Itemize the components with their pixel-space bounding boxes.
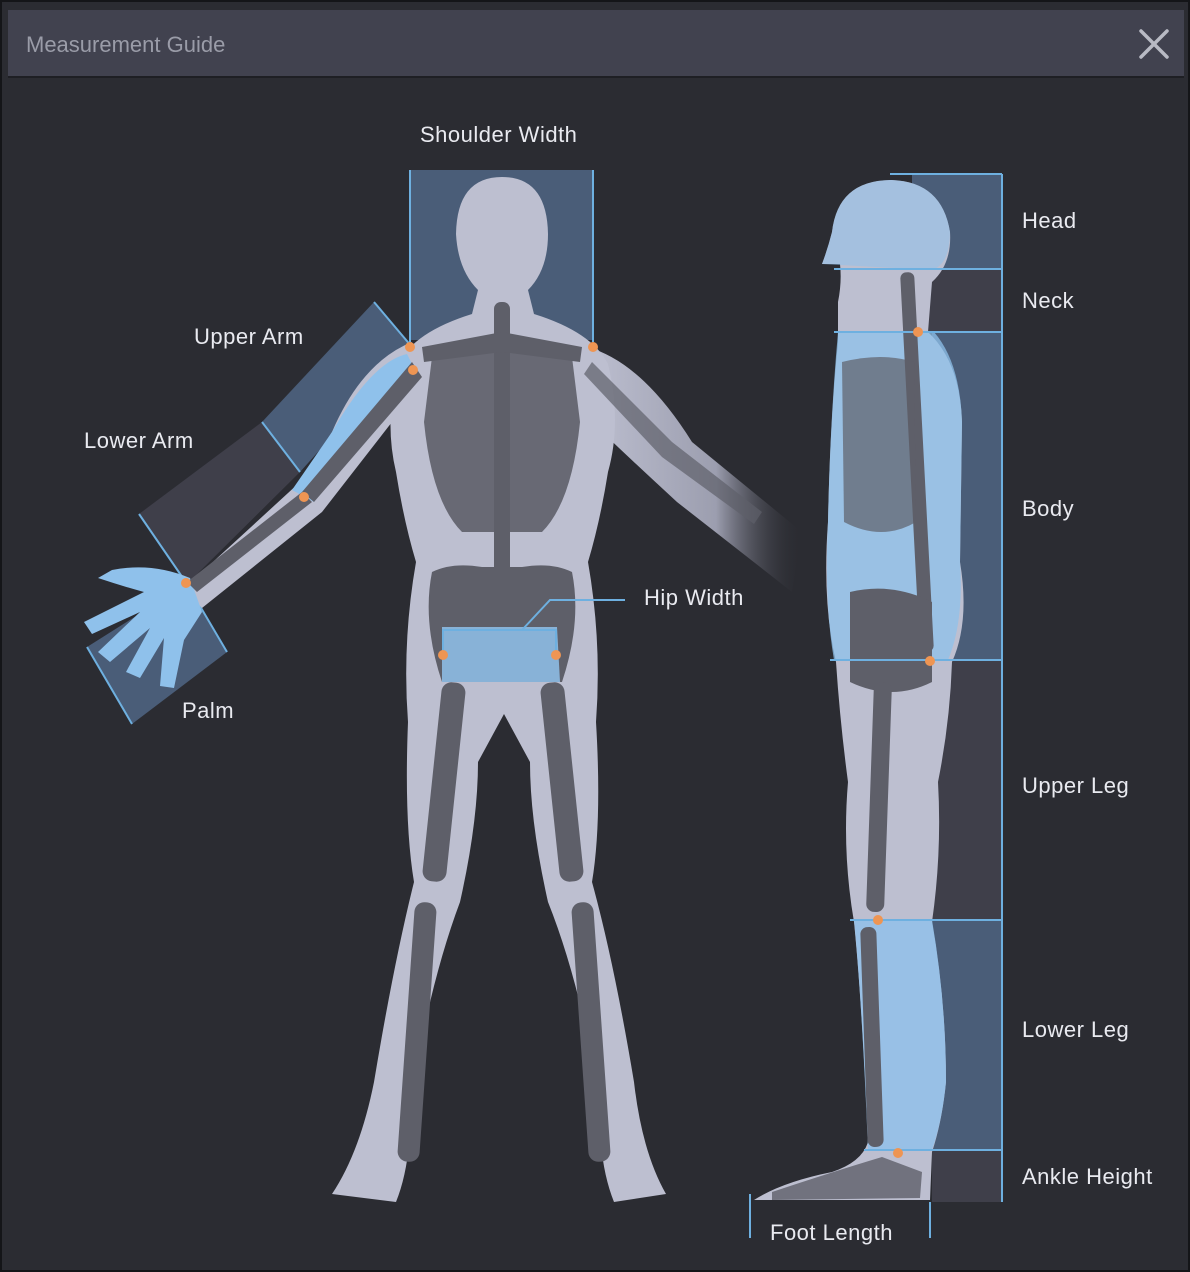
label-upper-leg: Upper Leg: [1022, 773, 1129, 799]
label-head: Head: [1022, 208, 1077, 234]
label-lower-leg: Lower Leg: [1022, 1017, 1129, 1043]
title-bar: Measurement Guide: [8, 10, 1184, 78]
measurement-diagram: [8, 78, 1184, 1264]
close-icon: [1136, 26, 1172, 62]
label-hip-width: Hip Width: [644, 585, 744, 611]
side-figure: [750, 174, 1002, 1238]
label-body: Body: [1022, 496, 1074, 522]
label-palm: Palm: [182, 698, 234, 724]
body-diagram: [8, 78, 1184, 1264]
label-foot-length: Foot Length: [770, 1220, 893, 1246]
close-button[interactable]: [1136, 26, 1172, 62]
label-lower-arm: Lower Arm: [84, 428, 194, 454]
window-title: Measurement Guide: [26, 32, 225, 58]
label-ankle-height: Ankle Height: [1022, 1164, 1153, 1190]
label-shoulder-width: Shoulder Width: [420, 122, 577, 148]
label-upper-arm: Upper Arm: [194, 324, 304, 350]
label-neck: Neck: [1022, 288, 1074, 314]
front-figure: [84, 170, 802, 1202]
